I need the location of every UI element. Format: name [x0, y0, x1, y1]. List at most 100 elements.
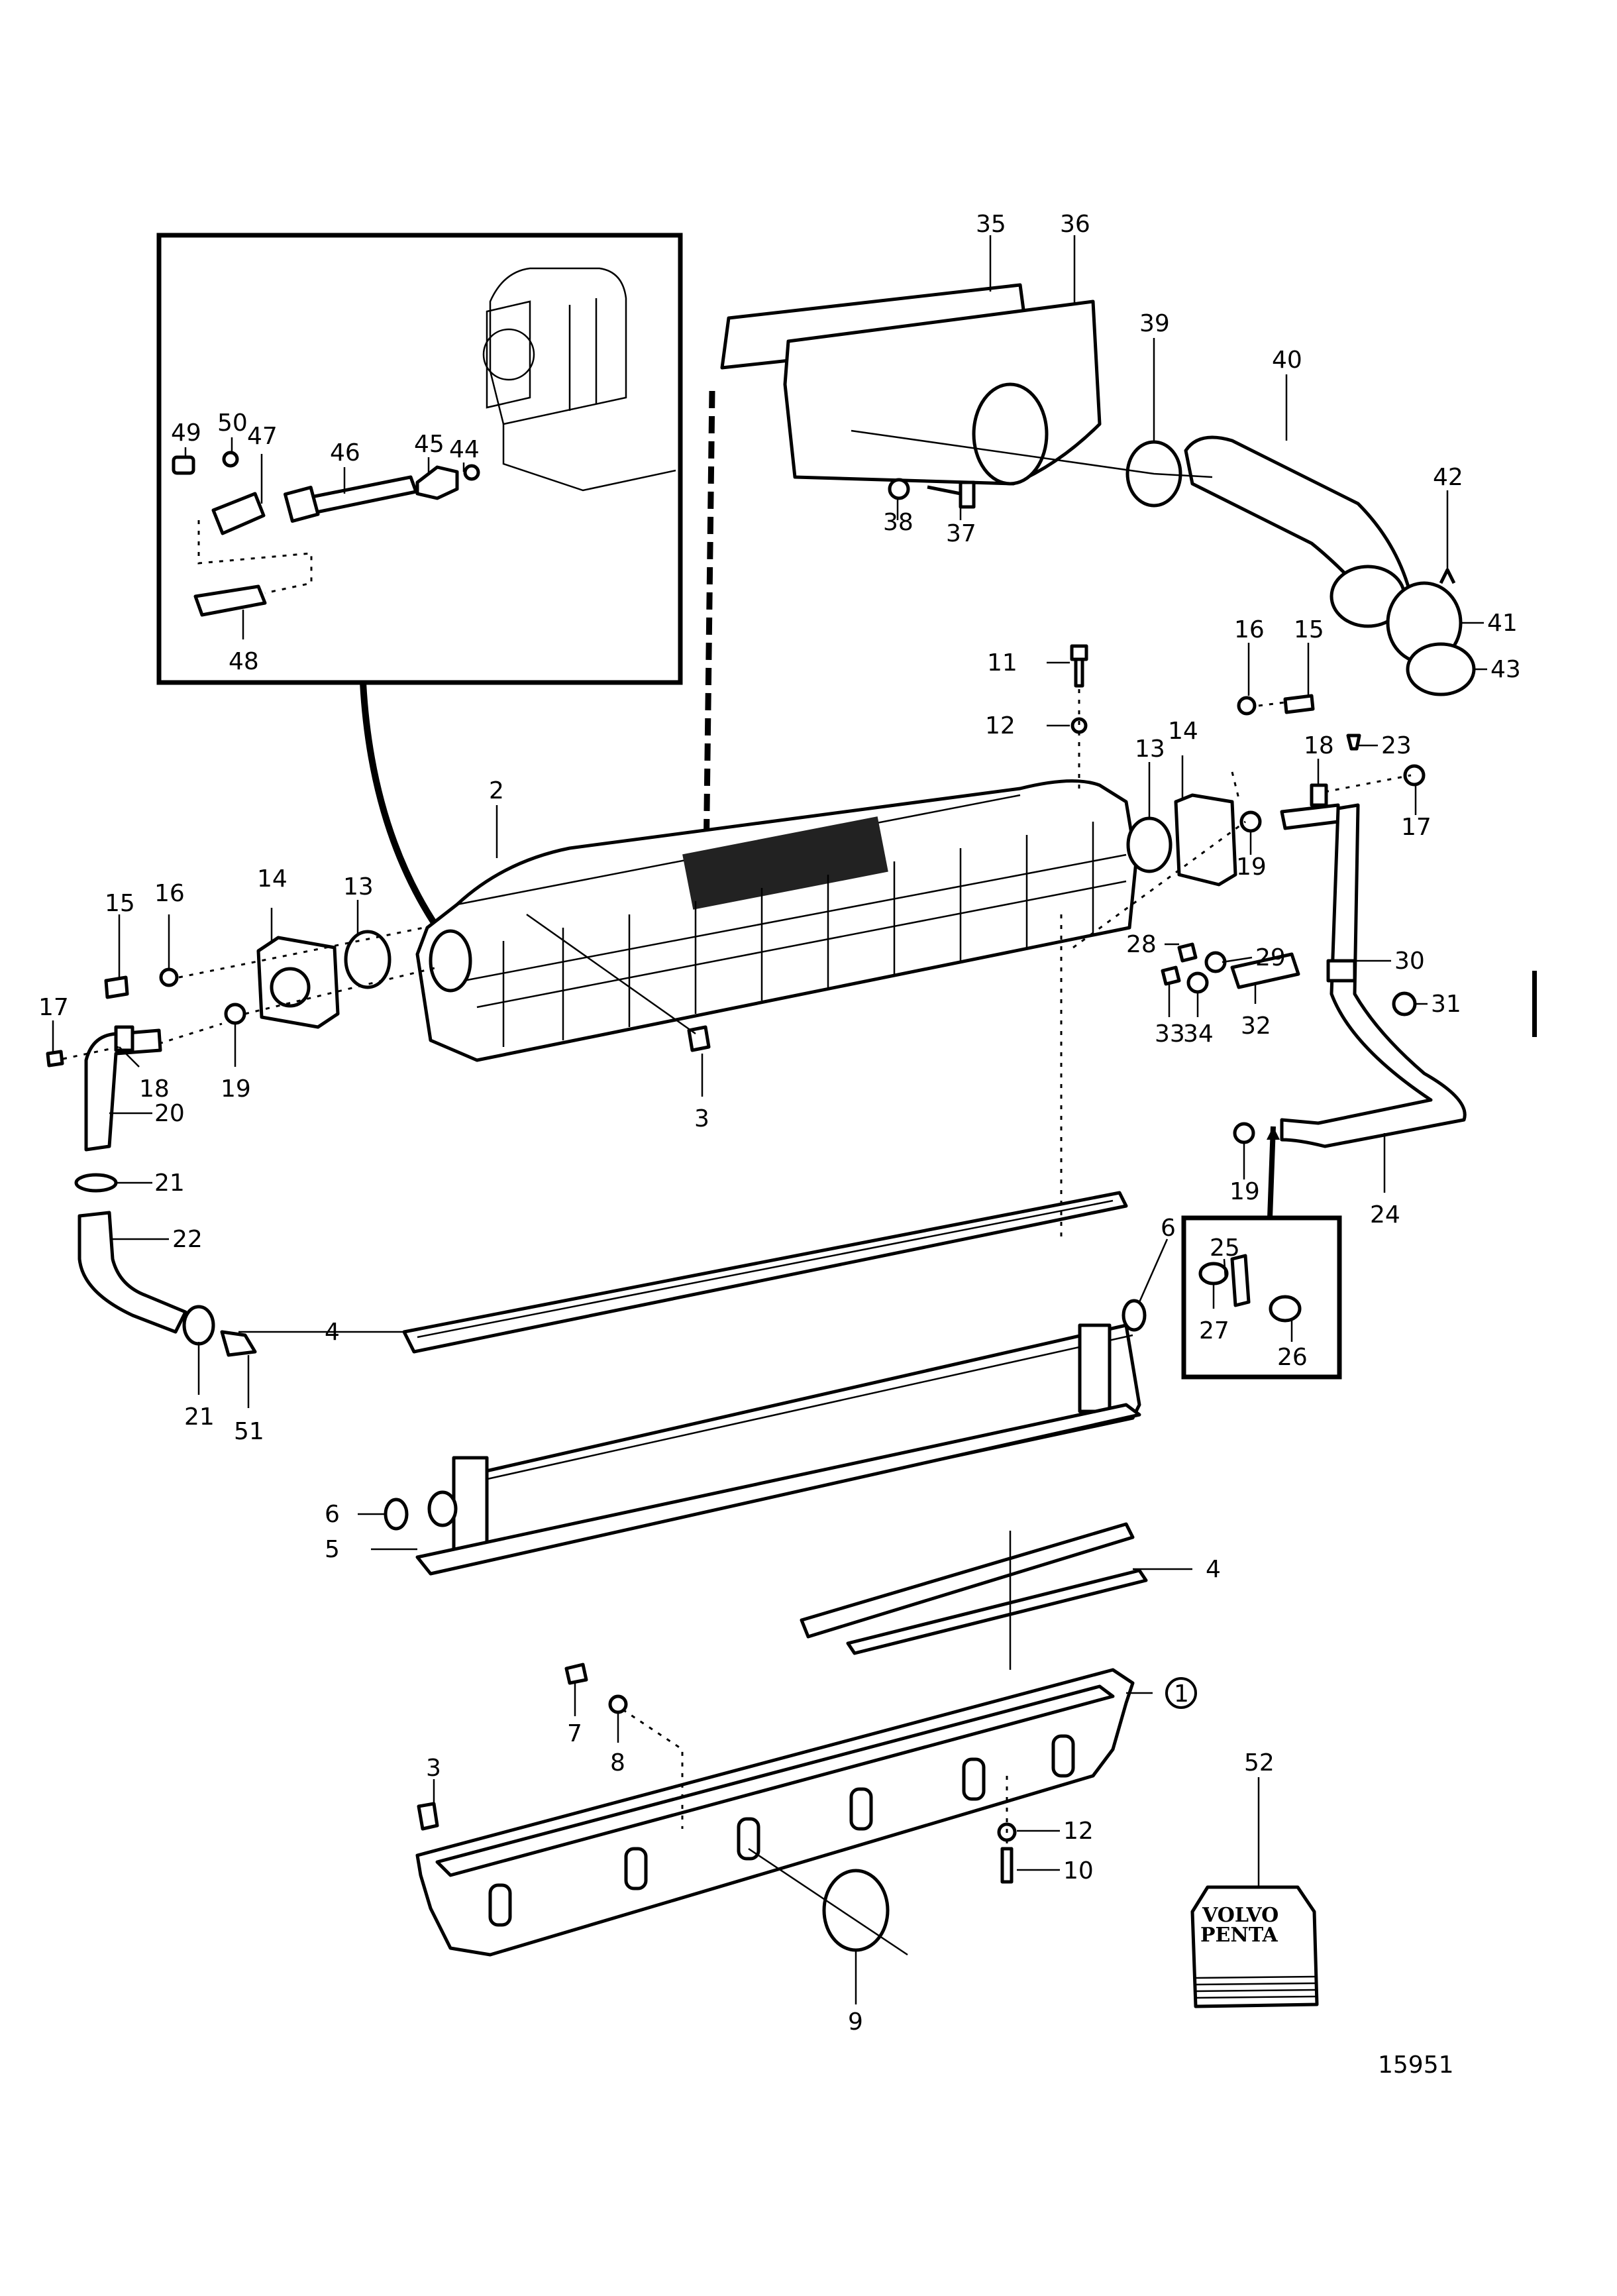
seal-43 — [1406, 642, 1476, 696]
callout-28: 28 — [1126, 931, 1157, 958]
callout-17: 17 — [38, 994, 69, 1021]
oil-cooler-5 — [415, 1323, 1141, 1576]
sensor-48 — [193, 584, 267, 617]
callout-47: 47 — [247, 423, 278, 450]
inset-detail-sensor — [156, 233, 683, 685]
cooler-end-right — [1078, 1323, 1112, 1413]
callout-15: 15 — [105, 890, 135, 917]
seal-ring-13b — [1126, 816, 1173, 873]
callout-2: 2 — [489, 777, 504, 804]
oil-cooler-housing-2 — [415, 779, 1138, 1062]
brand-volvo: VOLVO — [1202, 1904, 1278, 1927]
callout-26: 26 — [1277, 1344, 1308, 1371]
cover-14b — [1174, 793, 1237, 887]
callout-13b: 13 — [1135, 736, 1165, 763]
clamp-21b — [182, 1305, 215, 1346]
bolt-17 — [46, 1050, 64, 1067]
callout-21b: 21 — [184, 1403, 215, 1431]
leader-lines — [52, 235, 1487, 2004]
callout-20: 20 — [154, 1100, 185, 1127]
callout-38: 38 — [883, 509, 913, 536]
callout-19c: 19 — [1229, 1178, 1260, 1205]
callout-48: 48 — [229, 648, 259, 675]
callout-14: 14 — [257, 865, 287, 893]
callout-21: 21 — [154, 1170, 185, 1197]
callout-9: 9 — [848, 2008, 863, 2036]
callout-4: 4 — [325, 1319, 340, 1346]
callout-8: 8 — [610, 1749, 625, 1777]
callout-6: 6 — [325, 1501, 340, 1528]
seal-ring-9 — [822, 1869, 890, 1952]
cooler-flange — [415, 1403, 1141, 1576]
callout-25: 25 — [1210, 1234, 1240, 1262]
callout-19: 19 — [221, 1075, 251, 1103]
callout-5: 5 — [325, 1536, 340, 1563]
callout-14b: 14 — [1168, 718, 1198, 745]
washer-38 — [888, 478, 910, 500]
callout-18: 18 — [139, 1075, 170, 1103]
callout-34: 34 — [1183, 1020, 1214, 1048]
callout-10: 10 — [1063, 1857, 1094, 1885]
seal-6b — [1121, 1299, 1147, 1332]
callout-52: 52 — [1244, 1749, 1275, 1777]
clip-25 — [1230, 1254, 1251, 1307]
callout-43: 43 — [1490, 656, 1521, 683]
bolt-7 — [564, 1663, 588, 1685]
washer-19c — [1233, 1122, 1255, 1144]
bolt-27 — [1198, 1262, 1229, 1285]
gasket-4b — [800, 1522, 1135, 1639]
callout-19b: 19 — [1236, 853, 1267, 881]
callout-36: 36 — [1060, 211, 1090, 238]
bolt-10 — [1000, 1847, 1014, 1884]
bracket-32 — [1230, 952, 1300, 989]
callout-3: 3 — [694, 1105, 709, 1132]
callout-13: 13 — [343, 873, 374, 901]
callout-7: 7 — [567, 1720, 582, 1747]
gasket-4 — [402, 1191, 1128, 1354]
callout-22: 22 — [172, 1226, 203, 1253]
bolt-37 — [927, 480, 976, 509]
inset-frame — [156, 233, 683, 685]
bolt-28 — [1177, 942, 1198, 963]
callout-24: 24 — [1370, 1201, 1400, 1229]
callout-51: 51 — [234, 1418, 264, 1445]
plug-3b — [417, 1802, 439, 1831]
housing-opening — [682, 816, 888, 910]
pipe-24 — [1280, 803, 1467, 1148]
seal-6 — [384, 1498, 409, 1531]
bracket-18b — [1310, 783, 1328, 807]
callout-32: 32 — [1241, 1012, 1271, 1040]
plug-23 — [1346, 734, 1361, 751]
callout-41: 41 — [1487, 610, 1518, 637]
inset-connector — [360, 682, 441, 930]
callout-27: 27 — [1199, 1317, 1229, 1344]
inset-detail-clip — [1181, 1126, 1342, 1380]
inset-housing — [489, 267, 627, 425]
clamp-21 — [74, 1173, 118, 1193]
edge-marker — [1532, 971, 1537, 1037]
flange-45 — [415, 465, 459, 500]
callout-3b: 3 — [426, 1755, 441, 1782]
bolt-15 — [104, 975, 129, 999]
callout-40: 40 — [1272, 347, 1302, 374]
callout-18b: 18 — [1304, 732, 1334, 759]
callout-17b: 17 — [1401, 814, 1432, 841]
callout-12: 12 — [985, 712, 1016, 739]
callout-39: 39 — [1139, 310, 1170, 337]
washer-34 — [1186, 971, 1209, 994]
bolt-49 — [172, 455, 195, 475]
callout-4b: 4 — [1206, 1556, 1221, 1583]
clamp-30 — [1326, 959, 1357, 983]
bolt-33 — [1161, 965, 1181, 986]
sensor-51 — [220, 1330, 257, 1357]
washer-19 — [224, 1003, 246, 1025]
callout-16b: 16 — [1234, 616, 1265, 643]
washer-8 — [608, 1694, 628, 1714]
pan-window — [488, 1883, 512, 1927]
dashed-connector-elbow — [702, 390, 715, 915]
washer-50 — [222, 451, 239, 468]
callout-50: 50 — [217, 410, 248, 437]
seal-ring-13 — [344, 930, 391, 989]
clip-47 — [211, 492, 266, 535]
